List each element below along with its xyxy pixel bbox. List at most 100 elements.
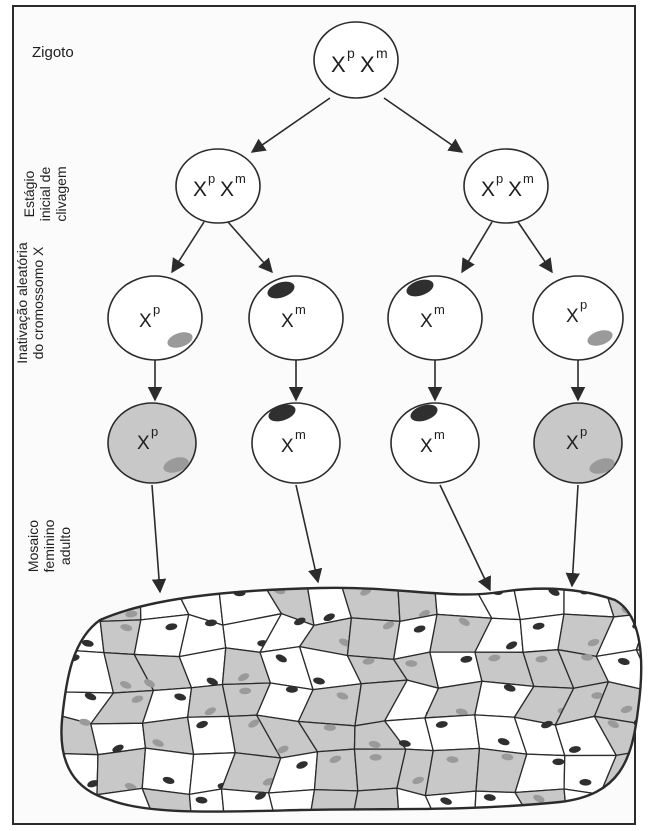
zygote-label: Zigoto xyxy=(32,44,74,61)
mosaic-cell-paternal-active xyxy=(308,788,359,812)
inact1-sup: p xyxy=(153,302,160,317)
arrow-cl-inact1 xyxy=(171,221,205,274)
zygote-x2-sup: m xyxy=(376,45,388,61)
mosaic-cell-maternal-active xyxy=(186,715,237,755)
adult4-x: X xyxy=(566,433,579,454)
mosaic-cell-paternal-active xyxy=(599,781,642,812)
barr-body-paternal xyxy=(412,776,424,785)
barr-body-paternal xyxy=(323,724,336,731)
cleavage-left-cell: X p X m xyxy=(175,148,261,224)
inact2-sup: m xyxy=(295,302,306,317)
mosaic-cell-paternal-active xyxy=(313,748,359,792)
inact-cell-2: X m xyxy=(248,275,344,361)
barr-body-paternal xyxy=(124,783,137,791)
arrow-cl-inact2 xyxy=(227,221,273,274)
barr-body-paternal xyxy=(607,720,619,729)
arrows xyxy=(147,97,586,594)
mosaic-cells xyxy=(61,587,651,822)
barr-body-paternal xyxy=(455,708,468,716)
inact-cell-3: X m xyxy=(387,275,483,361)
adult1-sup: p xyxy=(151,424,158,439)
barr-body-maternal xyxy=(483,794,496,801)
barr-body-maternal xyxy=(81,639,94,647)
cleavage-right-x1: X xyxy=(481,178,495,201)
mosaic-cell-paternal-active xyxy=(424,747,481,797)
barr-body-maternal xyxy=(568,746,581,753)
barr-body-maternal xyxy=(323,613,335,622)
barr-body-maternal xyxy=(162,776,175,784)
barr-body-maternal xyxy=(313,677,325,685)
barr-body-maternal xyxy=(552,758,565,766)
barr-body-maternal xyxy=(268,404,296,422)
barr-body-paternal xyxy=(327,811,341,822)
barr-body-maternal xyxy=(81,794,94,801)
barr-body-maternal xyxy=(413,625,426,633)
inact-cell-1: X p xyxy=(107,275,203,361)
barr-body-paternal xyxy=(381,812,394,822)
barr-body-maternal xyxy=(406,279,434,297)
inact4-sup: p xyxy=(580,297,587,312)
adult-cell-3: X m xyxy=(390,402,480,484)
barr-body-maternal xyxy=(497,738,510,746)
barr-body-paternal xyxy=(248,719,260,728)
barr-body-maternal xyxy=(267,281,295,299)
zygote-x1-sup: p xyxy=(347,45,355,61)
mosaic-cell-maternal-active xyxy=(424,714,481,752)
barr-body-paternal xyxy=(329,755,342,764)
barr-body-maternal xyxy=(285,686,298,693)
mosaic-cell-paternal-active xyxy=(61,587,101,623)
arrow-adult1-mosaic xyxy=(151,484,167,594)
barr-body-maternal xyxy=(440,797,452,805)
adult4-sup: p xyxy=(580,424,587,439)
arrow-cr-inact3 xyxy=(461,221,493,274)
barr-body-paternal xyxy=(167,332,193,348)
adult2-x: X xyxy=(281,436,294,457)
barr-body-maternal xyxy=(503,684,516,692)
mosaic-cell-maternal-active xyxy=(424,790,477,812)
arrow-adult3-mosaic xyxy=(439,484,491,592)
mosaic-cell-maternal-active xyxy=(141,747,195,796)
mosaic-cell-maternal-active xyxy=(61,752,99,796)
adult-cell-4: X p xyxy=(533,402,623,484)
cleavage-left-x2: X xyxy=(220,178,234,201)
zygote-cell: X p X m xyxy=(313,21,399,99)
adult-cell-2: X m xyxy=(251,402,341,484)
inact4-x: X xyxy=(566,306,579,327)
inact3-x: X xyxy=(420,311,433,332)
barr-body-maternal xyxy=(506,641,518,650)
barr-body-paternal xyxy=(446,756,459,763)
barr-body-paternal xyxy=(587,330,613,346)
cleavage-right-x2: X xyxy=(508,178,522,201)
barr-body-paternal xyxy=(488,654,501,662)
barr-body-maternal xyxy=(84,692,97,701)
barr-body-paternal xyxy=(587,638,600,647)
barr-body-paternal xyxy=(172,812,185,821)
barr-body-paternal xyxy=(362,657,375,665)
barr-body-paternal xyxy=(120,624,133,632)
barr-body-maternal xyxy=(206,677,218,686)
barr-body-maternal xyxy=(254,791,267,800)
barr-body-maternal xyxy=(398,740,411,747)
adult1-x: X xyxy=(137,433,150,454)
barr-body-maternal xyxy=(296,761,308,769)
mosaic-cell-paternal-active xyxy=(141,787,193,812)
inact1-x: X xyxy=(139,311,152,332)
barr-body-paternal xyxy=(338,638,351,647)
mosaic-cell-maternal-active xyxy=(647,750,651,787)
barr-body-paternal xyxy=(204,707,216,716)
barr-body-paternal xyxy=(144,679,156,688)
barr-body-paternal xyxy=(163,457,189,473)
arrow-zygote-right xyxy=(383,97,464,153)
barr-body-maternal xyxy=(275,654,287,663)
arrow-zygote-left xyxy=(250,97,331,153)
mosaic-cell-maternal-active xyxy=(220,788,278,812)
barr-body-maternal xyxy=(87,780,99,788)
arrow-cr-inact4 xyxy=(517,221,553,274)
cleavage-right-cell: X p X m xyxy=(463,148,549,224)
mosaic-cell-paternal-active xyxy=(96,747,147,796)
arrow-adult2-mosaic xyxy=(295,484,323,584)
cleavage-left-x1-sup: p xyxy=(208,171,215,186)
barr-body-maternal xyxy=(174,693,187,701)
mosaic-cell-maternal-active xyxy=(267,788,316,812)
mosaic-cell-maternal-active xyxy=(519,613,565,654)
